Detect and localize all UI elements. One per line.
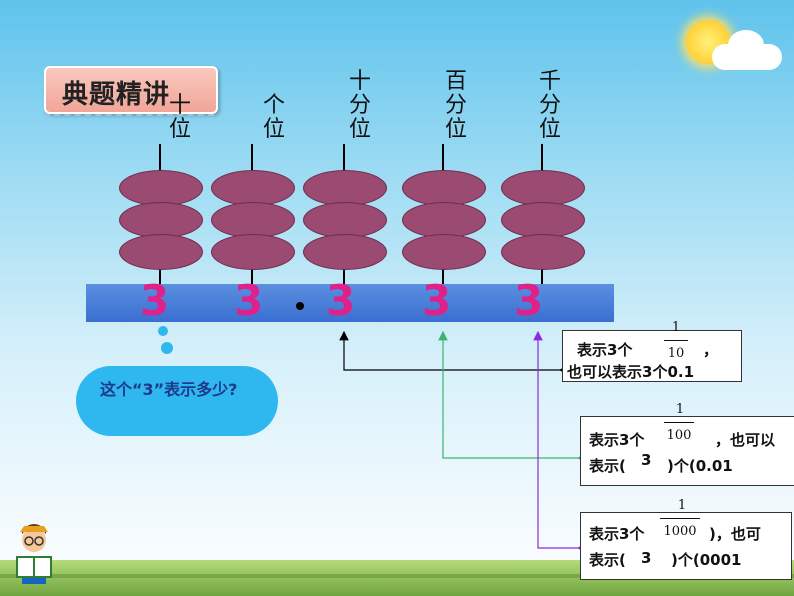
fraction-denominator: 10 (667, 346, 685, 361)
fraction-denominator: 1000 (663, 524, 697, 539)
abacus-bead (211, 202, 295, 238)
note-hundredths-line2b: )个(0.01 (667, 457, 733, 475)
abacus-bead (402, 234, 486, 270)
note-hundredths-suffix: ，也可以 (715, 431, 776, 449)
place-label-thousandths: 千分位 (538, 69, 561, 142)
digit-tens: 3 (140, 276, 170, 325)
fraction-numerator: 1 (675, 402, 685, 417)
abacus-bead (501, 234, 585, 270)
abacus-bead (501, 170, 585, 206)
note-hundredths-blank: 3 (641, 451, 652, 469)
grass-stripe (0, 574, 794, 578)
note-hundredths-line2a: 表示( (589, 457, 626, 475)
number-bar (86, 284, 614, 322)
title-underline (44, 114, 214, 116)
fraction-denominator: 100 (666, 428, 692, 443)
note-hundredths: 表示3个 ，也可以 表示( 3 )个(0.01 (580, 416, 794, 486)
reading-kid-icon (16, 524, 52, 584)
abacus-bead (119, 170, 203, 206)
fraction-numerator: 1 (677, 498, 687, 513)
abacus-bead (501, 202, 585, 238)
place-label-tenths: 十分位 (348, 69, 371, 142)
note-tenths-prefix: 表示3个 (577, 341, 633, 359)
thought-bubble (76, 366, 278, 436)
note-thousandths-prefix: 表示3个 (589, 525, 645, 543)
bubble-dot (161, 342, 173, 354)
digit-tenths: 3 (326, 276, 356, 325)
title-box (44, 66, 218, 114)
abacus-bead (303, 202, 387, 238)
note-thousandths-line2a: 表示( (589, 551, 626, 569)
fraction-numerator: 1 (671, 320, 681, 335)
digit-thousandths: 3 (514, 276, 544, 325)
abacus-bead (119, 234, 203, 270)
abacus-bead (211, 234, 295, 270)
fraction-bar (664, 422, 694, 423)
fraction-bar (660, 518, 700, 519)
bubble-dot (158, 326, 168, 336)
abacus-bead (402, 202, 486, 238)
place-label-tens: 十位 (168, 93, 191, 142)
abacus-bead (303, 170, 387, 206)
fraction-bar (664, 340, 688, 341)
bubble-question: 这个“3”表示多少? (100, 380, 238, 399)
note-hundredths-prefix: 表示3个 (589, 431, 645, 449)
note-thousandths-suffix: )，也可 (709, 525, 761, 543)
place-label-hundredths: 百分位 (444, 69, 467, 142)
cloud-puff (728, 30, 764, 60)
page-title: 典题精讲 (62, 80, 171, 110)
note-tenths-line2: 也可以表示3个0.1 (567, 363, 695, 381)
abacus-bead (211, 170, 295, 206)
abacus-bead (119, 202, 203, 238)
digit-hundredths: 3 (422, 276, 452, 325)
note-thousandths-line2b: )个(0001 (671, 551, 742, 569)
place-label-ones: 个位 (262, 93, 285, 142)
decimal-point (296, 302, 304, 310)
digit-ones: 3 (234, 276, 264, 325)
note-tenths-suffix: ， (703, 341, 719, 359)
abacus-bead (303, 234, 387, 270)
abacus-bead (402, 170, 486, 206)
note-thousandths-blank: 3 (641, 549, 652, 567)
note-thousandths: 表示3个 )，也可 表示( 3 )个(0001 (580, 512, 792, 580)
note-tenths: 表示3个 ， 也可以表示3个0.1 (562, 330, 742, 382)
